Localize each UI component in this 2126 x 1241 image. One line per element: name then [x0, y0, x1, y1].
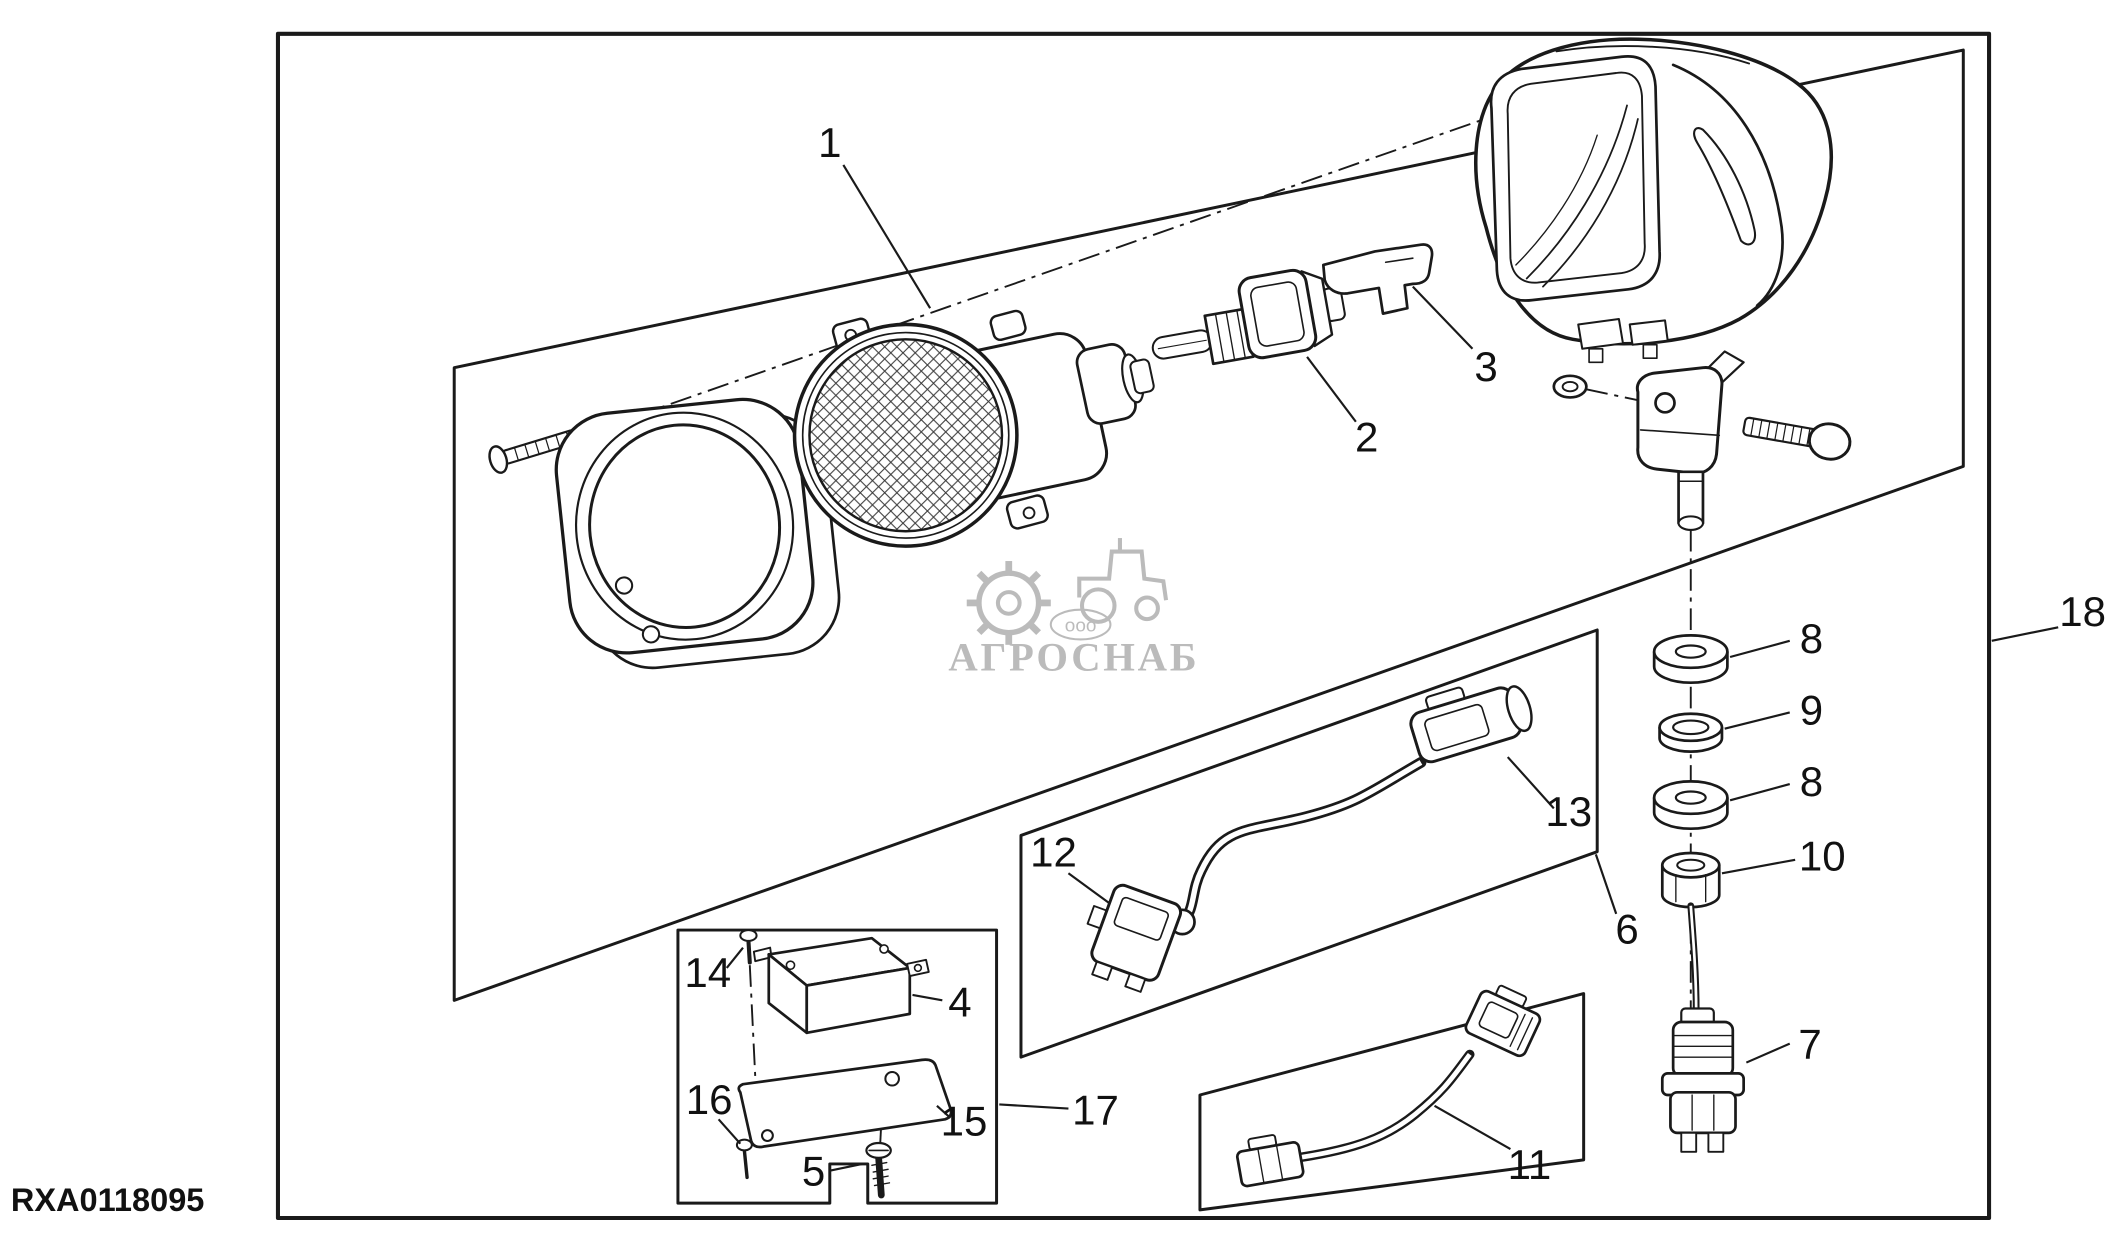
watermark: ооо АГРОСНАБ — [948, 538, 1199, 680]
callout-15-label: 15 — [941, 1098, 988, 1145]
part-washer-8-upper — [1652, 634, 1729, 684]
callout-13: 13 — [1506, 756, 1592, 835]
part-mount-bracket — [1635, 350, 1745, 531]
detail-box-6 — [1019, 628, 1599, 1059]
callout-16-label: 16 — [686, 1076, 733, 1123]
callout-5: 5 — [802, 1148, 863, 1195]
callout-6-label: 6 — [1615, 906, 1638, 953]
part-mount-plate-15 — [737, 1058, 953, 1149]
callout-10: 10 — [1721, 833, 1846, 880]
part-connector-12 — [1086, 883, 1183, 993]
housing-vent-slot — [1693, 127, 1757, 246]
part-washer-8-lower — [1652, 780, 1729, 830]
part-nut-10 — [1660, 851, 1721, 909]
part-lens-assembly — [792, 309, 1155, 548]
gear-icon — [966, 561, 1051, 645]
callout-8-lower: 8 — [1729, 758, 1823, 805]
callout-9: 9 — [1724, 687, 1823, 734]
callout-18-label: 18 — [2059, 588, 2106, 635]
callout-1: 1 — [818, 119, 932, 309]
callout-2-label: 2 — [1355, 414, 1378, 461]
callout-17-label: 17 — [1072, 1087, 1119, 1134]
callout-12: 12 — [1030, 829, 1110, 904]
part-ballast-module — [752, 936, 930, 1035]
callout-12-label: 12 — [1030, 829, 1077, 876]
drawing-frame — [275, 31, 1992, 1221]
part-screw-5 — [865, 1141, 892, 1199]
part-bolt — [1742, 416, 1852, 461]
bezel-screw-hole — [614, 576, 634, 595]
bezel-screw-hole — [641, 625, 661, 644]
callout-9-label: 9 — [1800, 687, 1823, 734]
callout-14: 14 — [684, 946, 744, 996]
watermark-company-prefix: ооо — [1065, 615, 1097, 636]
screw-14-axis — [748, 965, 757, 1077]
watermark-company-name: АГРОСНАБ — [948, 635, 1199, 680]
lens-mount-tab — [989, 309, 1027, 342]
part-bezel — [554, 397, 841, 670]
callout-8-lower-label: 8 — [1800, 758, 1823, 805]
callout-3: 3 — [1412, 285, 1498, 390]
callout-18: 18 — [1991, 588, 2106, 642]
part-harness-11 — [1235, 984, 1542, 1188]
callout-11-label: 11 — [1508, 1141, 1552, 1188]
callout-17: 17 — [999, 1087, 1119, 1134]
callout-8-upper-label: 8 — [1800, 615, 1823, 662]
tractor-icon — [1077, 538, 1169, 624]
callouts: 1 2 3 4 5 6 7 8 — [684, 119, 2106, 1195]
part-bulb — [1151, 268, 1346, 366]
part-housing — [1474, 37, 1833, 364]
part-screw-14 — [739, 929, 758, 965]
callout-8-upper: 8 — [1729, 615, 1823, 662]
callout-2: 2 — [1306, 356, 1378, 461]
callout-13-label: 13 — [1545, 788, 1592, 835]
part-washer-9 — [1658, 712, 1724, 753]
callout-7: 7 — [1745, 1021, 1822, 1068]
callout-3-label: 3 — [1474, 343, 1497, 390]
lens-mesh-face — [808, 338, 1004, 533]
part-connector-13 — [1409, 685, 1533, 764]
callout-7-label: 7 — [1798, 1021, 1821, 1068]
detail-box-17 — [676, 928, 999, 1205]
figure-code: RXA0118095 — [11, 1182, 205, 1218]
callout-10-label: 10 — [1799, 833, 1846, 880]
part-small-nut — [1552, 374, 1588, 399]
callout-14-label: 14 — [684, 949, 731, 996]
callout-1-label: 1 — [818, 119, 841, 166]
part-retaining-clip — [1321, 243, 1434, 315]
part-connector-7 — [1660, 1007, 1746, 1153]
detail-box-11 — [1198, 992, 1586, 1212]
callout-15: 15 — [936, 1098, 988, 1145]
assembly-plane — [452, 48, 1965, 1002]
callout-4: 4 — [912, 979, 972, 1026]
part-screw-16 — [735, 1138, 753, 1180]
callout-11: 11 — [1433, 1104, 1552, 1188]
part-bezel-screw — [488, 429, 579, 474]
callout-4-label: 4 — [948, 979, 971, 1026]
callout-16: 16 — [686, 1076, 742, 1145]
callout-5-label: 5 — [802, 1148, 825, 1195]
callout-6: 6 — [1594, 854, 1639, 953]
nut-axis-line — [1586, 388, 1639, 402]
